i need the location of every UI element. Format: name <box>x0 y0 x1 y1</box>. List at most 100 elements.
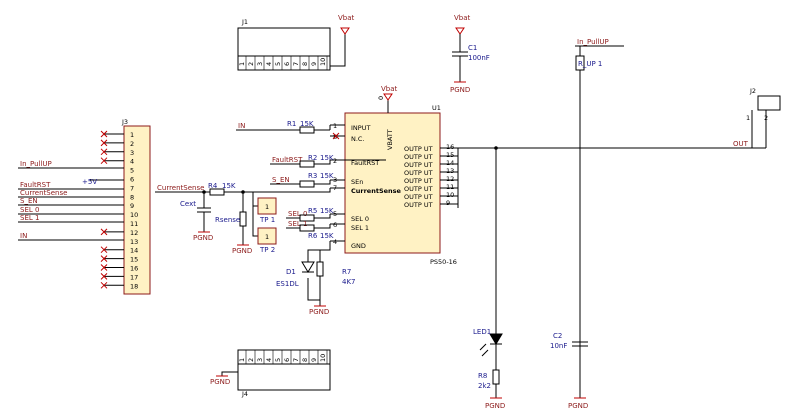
j3-net-sel1: SEL 1 <box>20 214 39 222</box>
r8-gnd-label: PGND <box>485 402 505 410</box>
r8-value: 2k2 <box>478 382 491 390</box>
j3-pin-5: 5 <box>130 167 134 175</box>
j2-pin2: 2 <box>764 114 768 122</box>
d1-value: ES1DL <box>276 280 299 288</box>
cext-junction <box>202 190 206 194</box>
r2-ref: R2 <box>308 154 317 162</box>
j3-pin-14: 14 <box>130 247 138 255</box>
led1-ref: LED1 <box>473 328 491 336</box>
j3-pin-2: 2 <box>130 140 134 148</box>
r3-body <box>299 180 315 188</box>
input-resistors: IN R1 15K FaultRST R2 15K S_EN R3 15K Cu… <box>155 120 334 240</box>
j3-nc-mark <box>100 228 108 236</box>
d1-ref: D1 <box>286 268 296 276</box>
led-wires <box>490 148 502 398</box>
led-network: LED1 R8 2k2 PGND <box>473 148 505 410</box>
c1-value: 100nF <box>468 54 490 62</box>
j4-pin-3: 3 <box>256 358 264 362</box>
j3-pin-4: 4 <box>130 158 134 166</box>
r7-ref: R7 <box>342 268 351 276</box>
r7-gnd-label: PGND <box>309 308 329 316</box>
c1-vbat-symbol <box>455 27 465 35</box>
j3-nc-mark <box>100 139 108 147</box>
j3-nc-mark <box>100 130 108 138</box>
u1-left-pin-stubs <box>330 124 345 242</box>
j4-pin-6: 6 <box>283 358 291 362</box>
u1-right-pin-num-11: 11 <box>446 183 454 191</box>
j3-nc-mark <box>100 273 108 280</box>
r2-body <box>299 160 315 168</box>
j3-pin-1: 1 <box>130 131 134 139</box>
r2-wire <box>270 160 331 165</box>
c1-gnd-label: PGND <box>450 86 470 94</box>
capacitor-c1: Vbat C1 100nF PGND <box>450 14 490 94</box>
j3-pin-10: 10 <box>130 211 138 219</box>
j1-pin-8: 8 <box>301 62 309 66</box>
cext-symbol <box>197 192 211 232</box>
j3-net-s-en: S_EN <box>20 197 38 205</box>
j3-nc-mark <box>100 246 108 254</box>
u1-left-pin-num-6: 6 <box>333 221 337 229</box>
j1-vbat-wire <box>330 34 346 67</box>
j3-net-faultrst: FaultRST <box>20 181 51 189</box>
u1-right-pin-name-15: OUTP UT <box>404 153 433 161</box>
r4-body <box>209 188 225 196</box>
j2-body <box>757 95 781 111</box>
sel1-net-label: SEL 1 <box>288 220 307 228</box>
c2-gnd-label: PGND <box>568 402 588 410</box>
j3-nc-mark <box>100 255 108 262</box>
u1-left-pin-name-6: SEL 1 <box>351 224 369 232</box>
r4-value: 15K <box>222 182 236 190</box>
d1-symbol <box>301 261 315 273</box>
u1-right-pin-name-11: OUTP UT <box>404 185 433 193</box>
u1-zero-pin: 0 <box>377 96 385 100</box>
j4-pin-2: 2 <box>247 358 255 362</box>
r3-value: 15K <box>320 172 334 180</box>
u1-left-pin-name-2: FaultRST <box>351 159 379 167</box>
ic-u1: U1 0 Vbat VBATT PS50-16 INPUT 1 N.C. 8 F… <box>330 85 459 266</box>
rsense-body <box>239 211 247 227</box>
tp2-pin: 1 <box>265 233 269 241</box>
j3-net-currentsense: CurrentSense <box>20 189 67 197</box>
j3-nc-mark <box>100 281 108 289</box>
led1-symbol <box>489 333 503 345</box>
j1-vbat-label: Vbat <box>338 14 355 22</box>
j4-pin-10: 10 <box>319 354 327 362</box>
j1-pin-2: 2 <box>247 62 255 66</box>
u1-left-pin-name-8: N.C. <box>351 135 365 143</box>
j4-pin-4: 4 <box>265 358 273 362</box>
j2-ref: J2 <box>749 87 756 95</box>
j4-pin-9: 9 <box>310 358 318 362</box>
c2-value: 10nF <box>550 342 567 350</box>
sel1-resistor-body <box>299 224 315 232</box>
u1-right-pin-num-9: 9 <box>446 199 450 207</box>
j3-net-in-pullup: In_PullUP <box>20 160 52 168</box>
tp1-pin: 1 <box>265 203 269 211</box>
j4-gnd-label: PGND <box>210 378 230 386</box>
r3-ref: R3 <box>308 172 317 180</box>
j3-pin-8: 8 <box>130 193 134 201</box>
u1-right-pin-num-16: 16 <box>446 143 454 151</box>
u1-right-pin-name-13: OUTP UT <box>404 169 433 177</box>
tp-wires <box>252 192 258 237</box>
j3-signal-wires <box>18 167 124 241</box>
c1-ref: C1 <box>468 44 477 52</box>
u1-left-pin-name-4: GND <box>351 242 366 250</box>
u1-left-pin-name-7: CurrentSense <box>351 187 402 195</box>
r2-value: 15K <box>320 154 334 162</box>
u1-body <box>344 112 441 254</box>
u1-vbat-symbol <box>383 93 393 101</box>
gnd-wires <box>307 241 331 306</box>
u1-right-pin-num-15: 15 <box>446 151 454 159</box>
out-net-label: OUT <box>733 140 749 148</box>
r5-body <box>299 214 315 222</box>
r4-net-label: CurrentSense <box>157 184 204 192</box>
j3-pin-6: 6 <box>130 176 134 184</box>
j4-gnd-wire <box>221 371 238 376</box>
j3-pin-16: 16 <box>130 265 138 273</box>
